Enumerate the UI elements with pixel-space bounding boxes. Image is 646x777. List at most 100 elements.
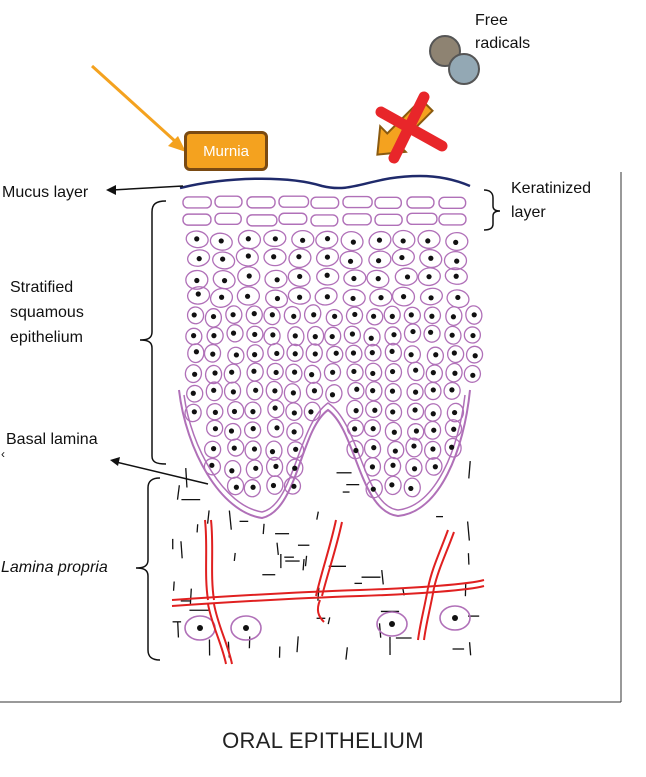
cell-nucleus xyxy=(251,369,256,374)
connective-fiber xyxy=(174,581,175,590)
cell-nucleus xyxy=(250,485,255,490)
cell-nucleus xyxy=(330,370,335,375)
cell-nucleus xyxy=(230,312,235,317)
cell-nucleus xyxy=(409,312,414,317)
cell-nucleus xyxy=(428,295,433,300)
fibroblast-nucleus xyxy=(197,625,203,631)
cell-nucleus xyxy=(470,373,475,378)
cell-nucleus xyxy=(389,349,394,354)
cell-nucleus xyxy=(253,466,258,471)
cell-nucleus xyxy=(428,256,433,261)
cell-nucleus xyxy=(252,332,257,337)
cell-nucleus xyxy=(429,314,434,319)
cell-nucleus xyxy=(433,464,438,469)
cell-nucleus xyxy=(219,295,224,300)
cell-nucleus xyxy=(293,333,298,338)
cell-nucleus xyxy=(431,370,436,375)
cell-nucleus xyxy=(270,332,275,337)
cell-nucleus xyxy=(192,372,197,377)
keratinized-cell xyxy=(183,214,211,225)
cell-nucleus xyxy=(232,446,237,451)
keratinized-cell xyxy=(311,197,339,208)
cell-nucleus xyxy=(376,258,381,263)
cell-nucleus xyxy=(191,391,196,396)
connective-fiber xyxy=(277,543,278,555)
basal-lamina-label: Basal lamina xyxy=(6,430,98,450)
cell-nucleus xyxy=(211,314,216,319)
cell-nucleus xyxy=(313,351,318,356)
keratinized-cell xyxy=(247,215,277,226)
cell-nucleus xyxy=(412,407,417,412)
connective-fiber xyxy=(470,642,471,655)
cell-nucleus xyxy=(325,294,330,299)
left-edge-arrow-icon: ‹ xyxy=(1,447,5,461)
cell-nucleus xyxy=(311,312,316,317)
cell-nucleus xyxy=(450,333,455,338)
cell-nucleus xyxy=(377,238,382,243)
cell-nucleus xyxy=(430,446,435,451)
keratinized-label-line2: layer xyxy=(511,203,546,223)
cell-nucleus xyxy=(293,351,298,356)
cell-nucleus xyxy=(231,389,236,394)
cell-nucleus xyxy=(300,238,305,243)
cell-nucleus xyxy=(390,369,395,374)
free-radical-2-icon xyxy=(449,54,479,84)
cell-nucleus xyxy=(390,389,395,394)
keratinized-cell xyxy=(215,213,241,224)
connective-fiber xyxy=(469,461,470,478)
cell-nucleus xyxy=(220,256,225,261)
cell-nucleus xyxy=(351,240,356,245)
cell-nucleus xyxy=(376,276,381,281)
cell-nucleus xyxy=(292,466,297,471)
cell-nucleus xyxy=(371,314,376,319)
cell-nucleus xyxy=(312,388,317,393)
cell-nucleus xyxy=(408,486,413,491)
cell-nucleus xyxy=(390,409,395,414)
cell-nucleus xyxy=(348,259,353,264)
cell-nucleus xyxy=(212,370,217,375)
cell-nucleus xyxy=(275,277,280,282)
cell-nucleus xyxy=(354,387,359,392)
cell-nucleus xyxy=(351,369,356,374)
cell-nucleus xyxy=(352,312,357,317)
mucus-layer-label: Mucus layer xyxy=(2,183,88,203)
cell-nucleus xyxy=(292,370,297,375)
cell-nucleus xyxy=(371,445,376,450)
cell-nucleus xyxy=(431,428,436,433)
keratinized-bracket xyxy=(484,190,500,230)
cell-nucleus xyxy=(273,464,278,469)
cell-nucleus xyxy=(389,482,394,487)
connective-fiber xyxy=(178,622,179,638)
cell-nucleus xyxy=(209,463,214,468)
stratified-label-line3: epithelium xyxy=(10,328,83,348)
keratinized-cell xyxy=(343,214,371,225)
cell-nucleus xyxy=(330,334,335,339)
cell-nucleus xyxy=(313,334,318,339)
cell-nucleus xyxy=(194,349,199,354)
connective-fiber xyxy=(177,485,179,499)
cell-nucleus xyxy=(291,484,296,489)
cell-nucleus xyxy=(353,448,358,453)
cell-nucleus xyxy=(192,312,197,317)
cell-nucleus xyxy=(325,254,330,259)
cell-nucleus xyxy=(234,485,239,490)
stratified-label-line2: squamous xyxy=(10,303,84,323)
cell-nucleus xyxy=(473,353,478,358)
diagram-title: ORAL EPITHELIUM xyxy=(0,728,646,754)
keratinized-cell xyxy=(311,215,338,226)
cell-nucleus xyxy=(274,425,279,430)
cell-nucleus xyxy=(390,463,395,468)
cell-nucleus xyxy=(352,426,357,431)
cell-nucleus xyxy=(413,368,418,373)
cell-nucleus xyxy=(219,238,224,243)
cell-nucleus xyxy=(196,291,201,296)
cell-nucleus xyxy=(425,238,430,243)
connective-fiber xyxy=(297,636,298,652)
murnia-box: Murnia xyxy=(184,131,268,171)
cell-nucleus xyxy=(470,333,475,338)
cell-nucleus xyxy=(449,445,454,450)
keratinized-label-line1: Keratinized xyxy=(511,179,591,199)
cell-nucleus xyxy=(191,333,196,338)
cell-nucleus xyxy=(308,409,313,414)
